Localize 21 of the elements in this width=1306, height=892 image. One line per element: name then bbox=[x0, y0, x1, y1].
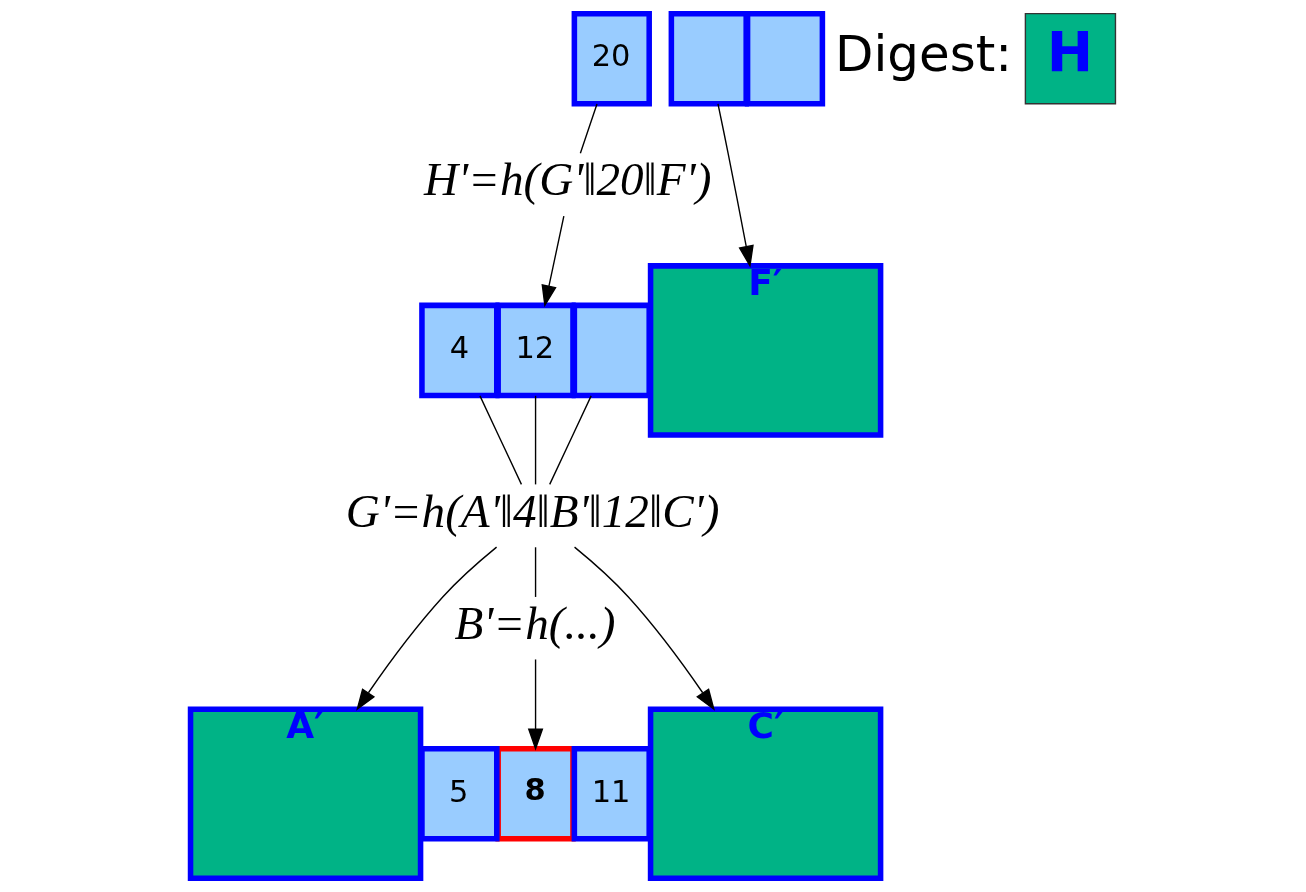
arrow bbox=[527, 658, 544, 751]
node-box: F′ bbox=[647, 263, 884, 438]
node-text: B'=h(...) bbox=[454, 596, 616, 649]
node-text: H'=h(G'‖20‖F') bbox=[424, 153, 712, 206]
node-box: C′ bbox=[647, 706, 884, 882]
connector bbox=[534, 395, 537, 486]
node-box: A′ bbox=[187, 706, 424, 882]
arrow bbox=[573, 546, 715, 711]
connector bbox=[549, 395, 592, 486]
arrow bbox=[356, 546, 498, 711]
node-box: 4 bbox=[419, 302, 500, 399]
node-text: G'=h(A'‖4‖B'‖12‖C') bbox=[345, 484, 720, 537]
arrow bbox=[541, 215, 565, 308]
node-box bbox=[744, 10, 826, 107]
connector bbox=[479, 395, 523, 486]
node-label: Digest: bbox=[835, 24, 1013, 83]
node-box: H bbox=[1024, 13, 1117, 105]
connector bbox=[579, 103, 598, 154]
arrow bbox=[717, 103, 754, 268]
node-box: 20 bbox=[571, 10, 652, 107]
connector bbox=[534, 546, 537, 598]
